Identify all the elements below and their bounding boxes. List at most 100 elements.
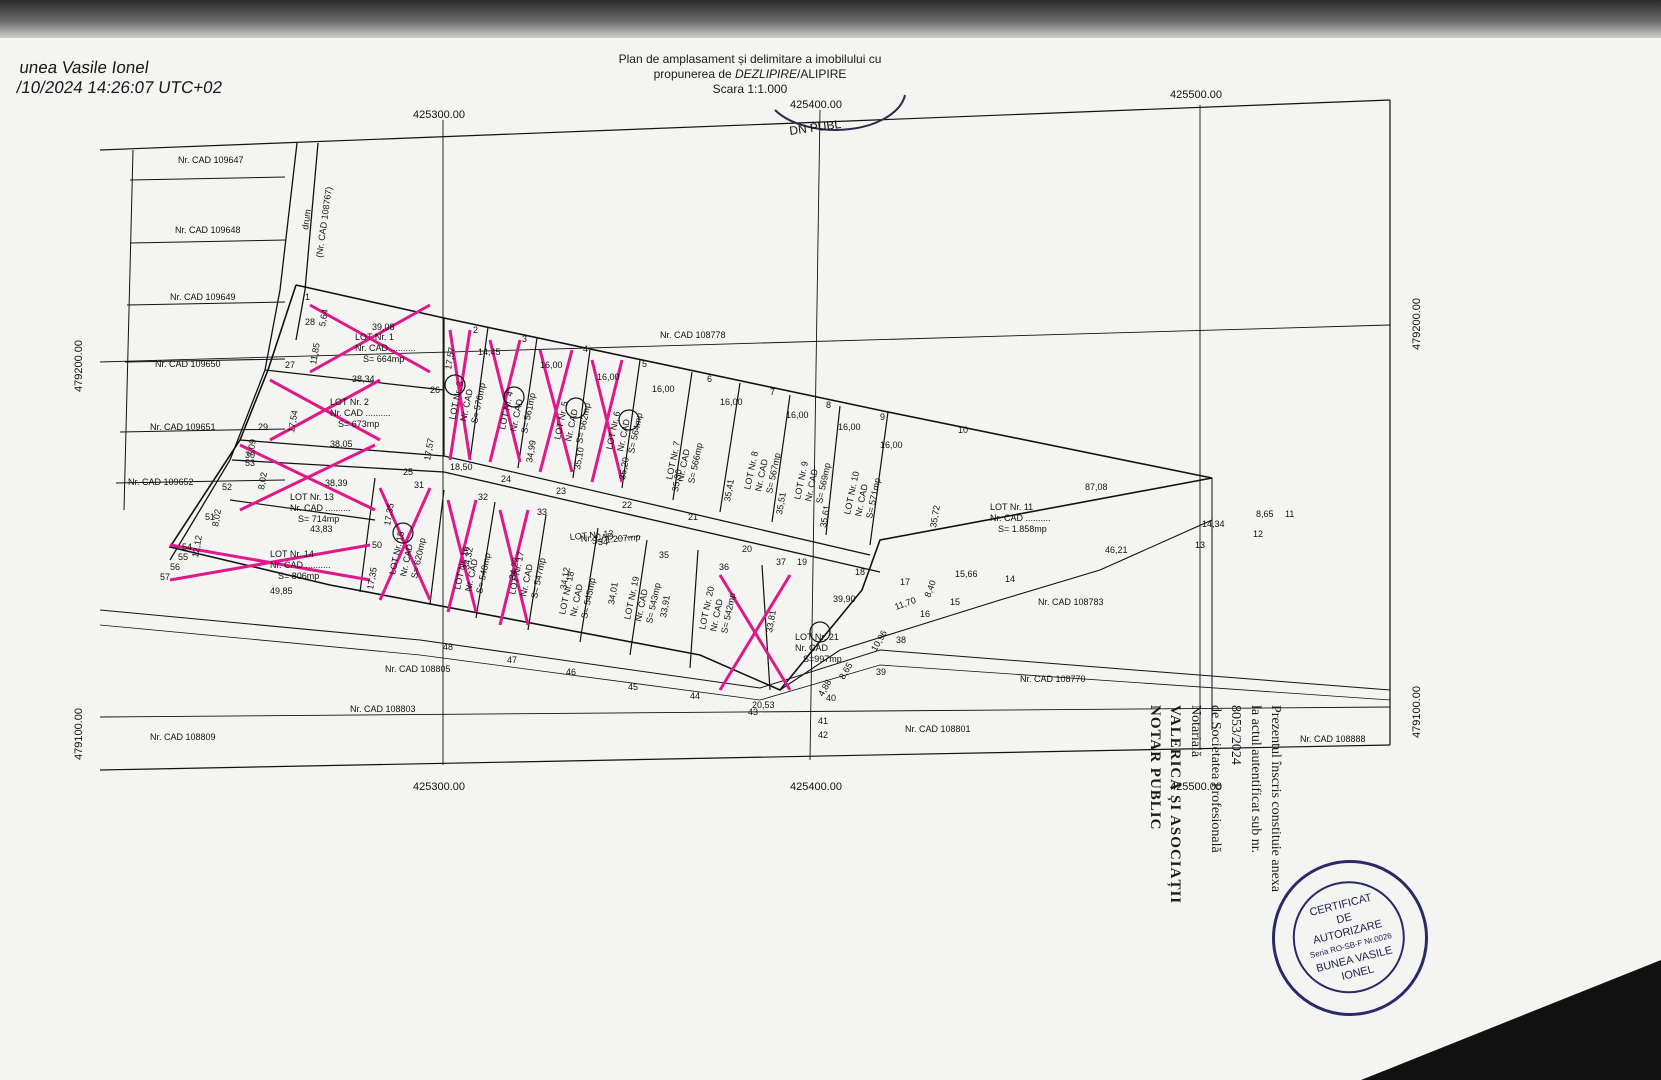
- cad-label-7: Nr. CAD 108783: [1038, 597, 1104, 607]
- dimension-36: 34,22: [507, 556, 521, 580]
- cad-label-0: Nr. CAD 109647: [178, 155, 244, 165]
- point-13: 13: [1195, 540, 1205, 550]
- dimension-42: 11,70: [893, 595, 917, 612]
- grid-label-top-1: 425400.00: [790, 99, 842, 111]
- dimension-6: 16,00: [786, 410, 809, 420]
- pink-cross-b-4: [538, 349, 574, 473]
- north-lot-divider-4: [672, 371, 693, 501]
- point-51: 51: [205, 512, 215, 522]
- dimension-37: 34,12: [558, 566, 572, 590]
- point-41: 41: [818, 716, 828, 726]
- point-50: 50: [372, 540, 382, 550]
- point-8: 8: [826, 400, 831, 410]
- dimension-23: 35,51: [774, 491, 788, 515]
- dimension-27: 43,83: [310, 524, 333, 534]
- lot-divider-1-2: [264, 369, 445, 391]
- neighbor-left-edge: [123, 149, 134, 511]
- dimension-51: 8,40: [922, 579, 937, 599]
- north-lot-divider-6: [771, 394, 791, 523]
- point-22: 22: [622, 500, 632, 510]
- dimension-31: 8,02: [256, 471, 269, 490]
- dimension-22: 35,41: [722, 478, 736, 502]
- dimension-9: 87,08: [1085, 482, 1108, 492]
- pink-cross-b-8: [378, 487, 432, 601]
- frame-bottom: [99, 744, 1391, 771]
- point-17: 17: [900, 577, 910, 587]
- point-23: 23: [556, 486, 566, 496]
- notary-line-5: NOTAR PUBLIC: [1147, 705, 1163, 831]
- dimension-7: 16,00: [838, 422, 861, 432]
- neighbor-boundary-1: [129, 239, 286, 244]
- point-53: 53: [245, 458, 255, 468]
- title-line-2: propunerea de DEZLIPIRE/ALIPIRE: [560, 67, 940, 82]
- lot-cad-2: Nr. CAD ..........: [330, 408, 391, 418]
- internal-road-south-edge: [231, 459, 881, 573]
- pink-cross-b-1: [269, 378, 381, 442]
- dimension-13: 5,64: [317, 308, 330, 327]
- point-29: 29: [258, 422, 268, 432]
- point-54: 54: [182, 542, 192, 552]
- point-14: 14: [1005, 574, 1015, 584]
- grid-label-right-0: 479200.00: [1411, 298, 1423, 350]
- grid-label-bottom-1: 425400.00: [790, 781, 842, 793]
- road-label: drum: [300, 209, 313, 231]
- point-7: 7: [770, 387, 775, 397]
- dimension-18: 34,99: [524, 439, 538, 463]
- pink-cross-b-5: [590, 359, 624, 483]
- neighbor-boundary-5: [115, 479, 286, 484]
- lot-number-circle-0: [444, 374, 466, 396]
- cad-label-8: Nr. CAD 108805: [385, 664, 451, 674]
- point-55: 55: [178, 552, 188, 562]
- cad-label-5: Nr. CAD 109652: [128, 477, 194, 487]
- dimension-34: 17,35: [365, 566, 379, 590]
- pink-cross-b-10: [498, 509, 530, 626]
- road-stamp-text: DN PUBL: [788, 117, 842, 138]
- point-35: 35: [659, 550, 669, 560]
- grid-label-left-0: 479200.00: [73, 340, 85, 392]
- dimension-48: 14,34: [1202, 519, 1225, 529]
- south-lot-divider-3: [527, 514, 547, 631]
- pink-cross-b-11: [718, 574, 792, 691]
- lot-cad-13: Nr. CAD ..........: [290, 503, 351, 513]
- cad-108770-line: [99, 609, 1391, 691]
- dimension-16: 17,57: [422, 437, 436, 461]
- dimension-12: 11,85: [308, 342, 322, 365]
- south-lot-divider-7: [761, 564, 771, 691]
- cad-label-1: Nr. CAD 109648: [175, 225, 241, 235]
- point-18: 18: [855, 567, 865, 577]
- grid-label-top-0: 425300.00: [413, 109, 465, 121]
- north-lot-divider-8: [869, 411, 889, 546]
- south-lot-divider-6: [689, 549, 699, 669]
- point-34: 34: [598, 537, 608, 547]
- title-rest: /ALIPIRE: [797, 67, 847, 81]
- dimension-40: 33,81: [764, 609, 778, 633]
- north-lot-divider-1: [517, 337, 538, 469]
- grid-line-479100: [99, 706, 1391, 718]
- lot-cad-21: Nr. CAD: [795, 643, 829, 653]
- dimension-43: 10,96: [869, 628, 889, 653]
- neighbor-boundary-4: [119, 428, 286, 433]
- cad-label-4: Nr. CAD 109651: [150, 422, 216, 432]
- grid-label-top-2: 425500.00: [1170, 89, 1222, 101]
- cad-label-11: Nr. CAD 108801: [905, 724, 971, 734]
- notary-line-4: VALERICA ȘI ASOCIAȚII: [1167, 705, 1183, 905]
- dimension-32: 7,09: [245, 438, 258, 457]
- cad-label-3: Nr. CAD 109650: [155, 359, 221, 369]
- dimension-17: 18,50: [450, 462, 473, 472]
- dimension-0: 39,08: [372, 322, 395, 332]
- lot-name-1: LOT Nr. 1: [355, 332, 394, 342]
- dimension-47: 46,21: [1105, 545, 1128, 555]
- plan-title: Plan de amplasament și delimitare a imob…: [560, 52, 940, 97]
- lot-name-13: LOT Nr. 13: [290, 492, 334, 502]
- cad-label-2: Nr. CAD 109649: [170, 292, 236, 302]
- point-9: 9: [880, 412, 885, 422]
- north-lot-divider-0: [469, 326, 489, 461]
- north-lot-divider-2: [572, 349, 591, 479]
- grid-label-bottom-2: 425500.00: [1170, 781, 1222, 793]
- south-lot-divider-2: [475, 501, 496, 619]
- lot-area-11: S= 1.858mp: [998, 524, 1047, 534]
- dimension-10: 38,34: [352, 374, 375, 384]
- road-edge-left: [169, 142, 298, 561]
- point-19: 19: [797, 557, 807, 567]
